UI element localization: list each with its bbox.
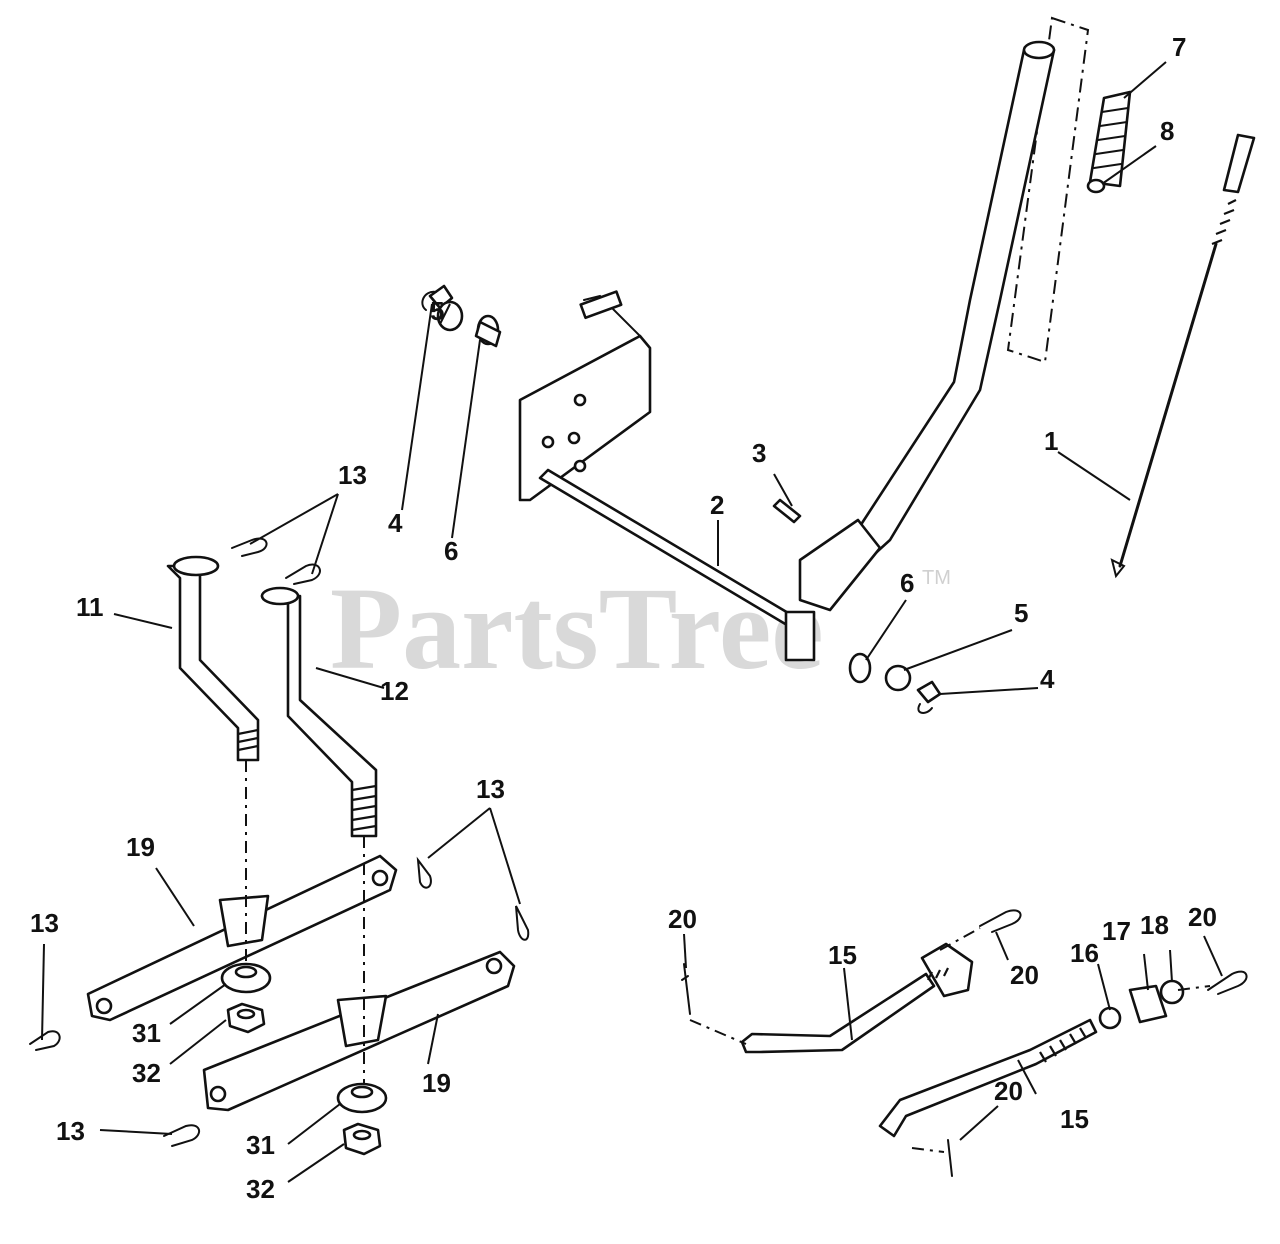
callout-12: 12 <box>380 676 409 706</box>
leader-lines <box>41 61 1223 1183</box>
callout-7: 7 <box>1172 32 1186 62</box>
adjuster-rod-upper <box>681 942 974 1054</box>
callout-20: 20 <box>1188 902 1217 932</box>
right-shaft-hardware <box>848 652 942 714</box>
callout-13: 13 <box>338 460 367 490</box>
nut-32-upper <box>226 1002 266 1034</box>
callout-1: 1 <box>1044 426 1058 456</box>
callout-4: 4 <box>1040 664 1055 694</box>
shaft-arm-block <box>784 610 816 662</box>
callout-31: 31 <box>132 1018 161 1048</box>
grip-end-cap <box>1086 178 1106 194</box>
callout-32: 32 <box>132 1058 161 1088</box>
watermark-trademark: TM <box>922 567 951 589</box>
callout-17: 17 <box>1102 916 1131 946</box>
handle-grip-outline <box>1006 16 1090 364</box>
callout-13: 13 <box>56 1116 85 1146</box>
lift-handle <box>798 16 1090 612</box>
nut-16 <box>1098 1006 1122 1030</box>
callout-15: 15 <box>1060 1104 1089 1134</box>
callout-20: 20 <box>1010 960 1039 990</box>
callout-16: 16 <box>1070 938 1099 968</box>
hairpin-clips-adjuster <box>979 909 1248 995</box>
callout-18: 18 <box>1140 910 1169 940</box>
callout-13: 13 <box>30 908 59 938</box>
bushing-right <box>848 652 872 684</box>
clevis-pin <box>772 498 802 524</box>
handle-top <box>1022 40 1056 60</box>
callout-8: 8 <box>1160 116 1174 146</box>
handle-grip-spring <box>1086 90 1132 194</box>
hairpin-clips-upper <box>231 537 321 585</box>
callout-5: 5 <box>1014 598 1028 628</box>
lift-arm-lower <box>202 950 516 1112</box>
nut-18 <box>1159 979 1185 1005</box>
adjuster-hardware <box>1098 979 1185 1030</box>
callout-20: 20 <box>668 904 697 934</box>
callout-13: 13 <box>476 774 505 804</box>
hairpin-clips-lower <box>29 856 530 1147</box>
lift-plate <box>518 290 652 502</box>
handle-bar <box>844 48 1056 562</box>
lift-link-11 <box>166 555 260 762</box>
handle-bracket <box>798 518 882 612</box>
washer-right <box>884 664 912 692</box>
lift-arm-upper <box>86 854 398 1022</box>
callout-3: 3 <box>752 438 766 468</box>
callout-31: 31 <box>246 1130 275 1160</box>
callout-19: 19 <box>422 1068 451 1098</box>
callout-6: 6 <box>900 568 914 598</box>
callout-labels: 1 2 3 4 4 5 5 6 6 7 8 11 12 13 13 13 13 … <box>30 32 1217 1204</box>
lift-shaft <box>538 468 816 662</box>
callout-19: 19 <box>126 832 155 862</box>
callout-2: 2 <box>710 490 724 520</box>
washer-upper-left <box>436 300 464 332</box>
callout-20: 20 <box>994 1076 1023 1106</box>
callout-11: 11 <box>76 592 104 622</box>
watermark-brand: PartsTree <box>330 563 824 694</box>
callout-4: 4 <box>388 508 403 538</box>
adjuster-rod-lower <box>878 1018 1098 1177</box>
spacer-31-upper <box>220 962 272 994</box>
callout-5: 5 <box>430 296 444 326</box>
lift-spring-rod <box>1110 133 1256 579</box>
left-shaft-hardware <box>421 284 502 348</box>
spacer-31-lower <box>336 1082 388 1114</box>
callout-15: 15 <box>828 940 857 970</box>
callout-6: 6 <box>444 536 458 566</box>
nut-32-lower <box>342 1122 382 1156</box>
callout-32: 32 <box>246 1174 275 1204</box>
